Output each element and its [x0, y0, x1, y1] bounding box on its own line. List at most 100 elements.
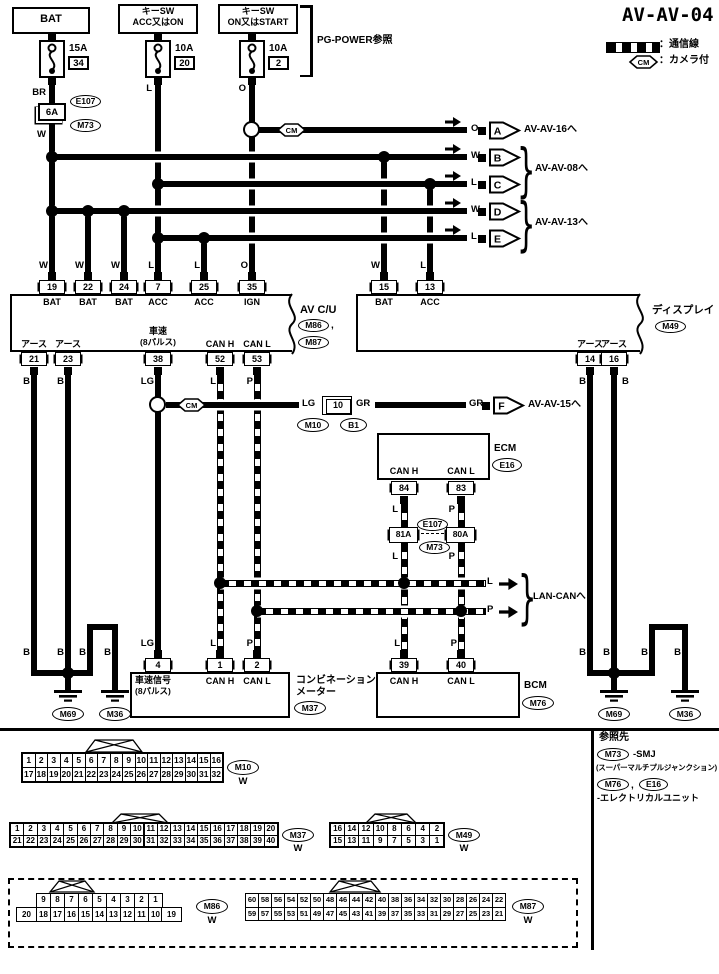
- pin-function: CAN H: [389, 466, 419, 476]
- wire-vertical: [87, 624, 93, 676]
- wire-color: L: [394, 638, 400, 649]
- pin-function: CAN L: [243, 676, 271, 686]
- pin-box: 35: [239, 280, 265, 294]
- junction-dot: [46, 205, 58, 217]
- connector-ref-m86: M86: [298, 319, 329, 332]
- terminal-square: [248, 272, 256, 280]
- junction-dot: [46, 151, 58, 163]
- pin-cell: 26: [76, 834, 92, 847]
- wire-horizontal: [220, 580, 486, 587]
- page-arrow-a: A: [489, 121, 522, 140]
- terminal-square: [248, 33, 256, 41]
- wire-vertical: [249, 78, 255, 276]
- svg-text:C: C: [494, 180, 502, 192]
- wire-horizontal: [257, 608, 486, 615]
- connector-color: W: [293, 843, 303, 854]
- pin-function: ACC: [148, 297, 168, 307]
- fuse-icon: [47, 43, 57, 74]
- wire-color: B: [23, 376, 30, 387]
- wire-vertical: [31, 375, 37, 676]
- pin-cell: 11: [147, 753, 161, 768]
- svg-text:CM: CM: [186, 401, 198, 410]
- legend-comm-label: ：通信線: [659, 39, 699, 50]
- pin-cell: 39: [375, 906, 389, 921]
- pin-cell: 26: [134, 767, 148, 782]
- key-sw-label: ACC又はON: [132, 17, 184, 27]
- pin-cell: 9: [122, 753, 136, 768]
- junction-dot: [62, 667, 74, 679]
- terminal-square: [84, 272, 92, 280]
- wire-horizontal: [166, 402, 299, 408]
- pin-cell: 2: [134, 893, 149, 908]
- pin-cell: 4: [106, 893, 121, 908]
- dest-label: AV-AV-15へ: [528, 399, 581, 410]
- torn-edge: [288, 293, 296, 355]
- notes-text: -SMJ: [633, 749, 656, 760]
- dest-label: LAN-CANへ: [533, 591, 586, 602]
- pin-cell: 35: [196, 834, 212, 847]
- wire-color: P: [246, 376, 253, 387]
- pin-box: 4: [145, 658, 171, 672]
- fuse-number-box: 20: [174, 56, 195, 70]
- wire-color: B: [674, 647, 681, 658]
- fuse-icon: [153, 43, 163, 74]
- connector-view-ref-m37: M37: [282, 828, 314, 842]
- page-arrow-e: E: [489, 229, 522, 248]
- pin-cell: 27: [453, 906, 467, 921]
- pin-box: 14: [577, 352, 603, 366]
- terminal-square: [400, 496, 408, 504]
- ground-ref-m69: M69: [52, 707, 84, 721]
- connector-ref-m73: M73: [419, 541, 450, 554]
- pin-cell: 7: [386, 834, 402, 847]
- pin-cell: 3: [415, 834, 431, 847]
- pin-cell: 13: [106, 906, 121, 922]
- pin-cell: 6: [84, 753, 98, 768]
- wire-color: B: [79, 647, 86, 658]
- terminal-square: [380, 272, 388, 280]
- pin-cell: 23: [97, 767, 111, 782]
- pin-cell: 29: [116, 834, 132, 847]
- pin-cell: 29: [172, 767, 186, 782]
- pin-cell: 51: [297, 906, 311, 921]
- pin-cell: 14: [184, 753, 198, 768]
- pin-box: 22: [75, 280, 101, 294]
- ground-icon: [101, 690, 129, 702]
- pin-cell: 8: [109, 753, 123, 768]
- pin-cell: 49: [310, 906, 324, 921]
- wire-color: P: [448, 504, 455, 515]
- pin-function: アース: [576, 339, 603, 349]
- key-sw-label: キーSW: [241, 6, 275, 16]
- connector-ref-e107: E107: [70, 95, 101, 108]
- pin-cell: 13: [344, 834, 360, 847]
- pin-cell: 17: [50, 906, 65, 922]
- wire-color: B: [23, 647, 30, 658]
- junction-dot: [251, 605, 263, 617]
- pin-cell: 20: [16, 906, 37, 922]
- fuse-number-box: 34: [68, 56, 89, 70]
- ground-icon: [54, 690, 82, 702]
- wire-horizontal: [52, 154, 467, 160]
- ground-icon: [671, 690, 699, 702]
- wire-vertical: [49, 78, 55, 104]
- pin-box: 1: [207, 658, 233, 672]
- terminal-square: [64, 367, 72, 375]
- pin-box: 84: [391, 481, 417, 495]
- pin-cell: 31: [143, 834, 158, 847]
- pin-cell: 7: [64, 893, 79, 908]
- pin-function: アース: [600, 339, 627, 349]
- pin-cell: 2: [34, 753, 48, 768]
- pin-cell: 24: [109, 767, 123, 782]
- pin-cell: 27: [147, 767, 161, 782]
- pin-cell: 28: [103, 834, 118, 847]
- option-dashed-box: [8, 878, 578, 948]
- pin-cell: 47: [323, 906, 337, 921]
- pin-cell: 42: [362, 893, 376, 908]
- pin-cell: 22: [23, 834, 38, 847]
- wire-color: O: [471, 123, 479, 134]
- connector-ref-m76: M76: [522, 696, 554, 710]
- smj-connector-80a: 80A: [446, 527, 475, 543]
- pin-function: (8パルス): [140, 337, 176, 347]
- wire-horizontal: [158, 181, 467, 187]
- pin-cell: 7: [97, 753, 111, 768]
